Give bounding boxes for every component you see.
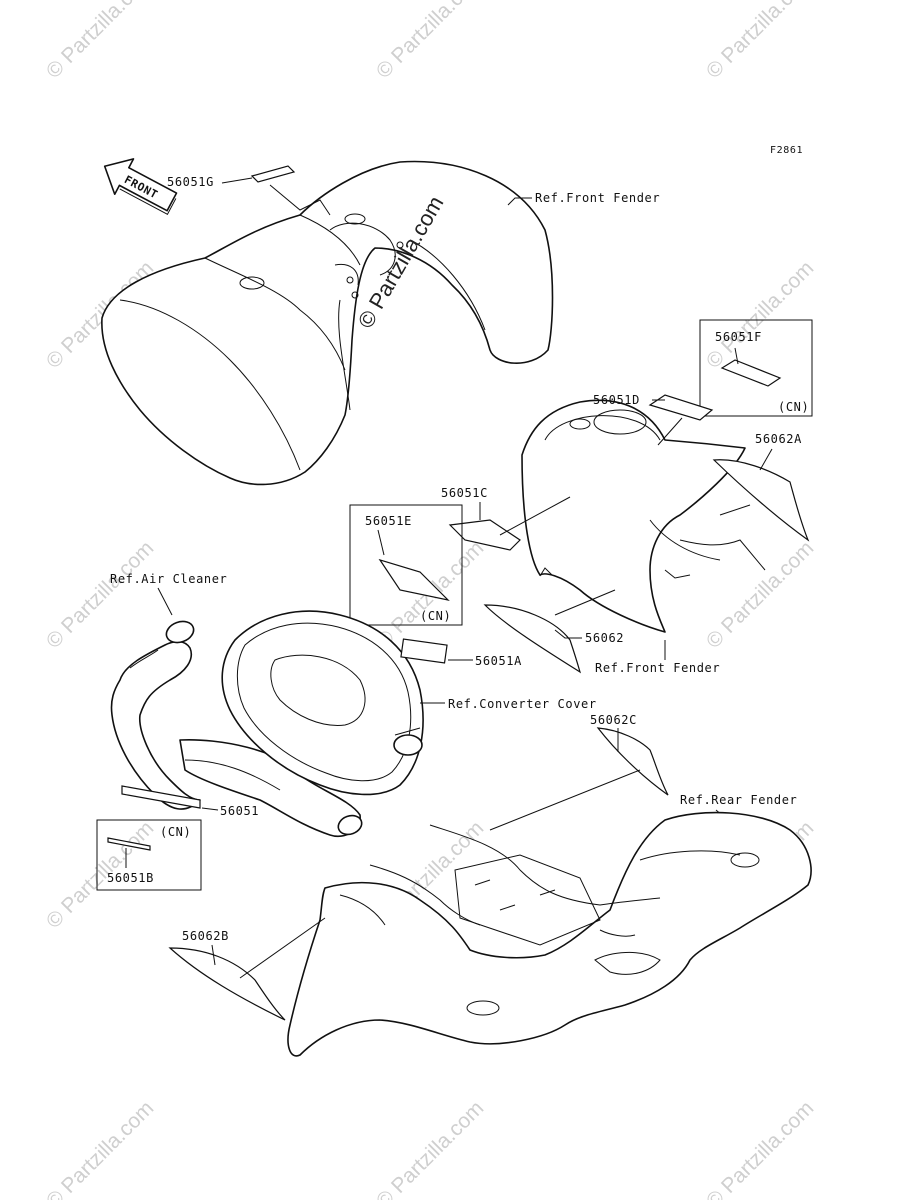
cn-tag: (CN) — [420, 609, 451, 623]
leader-line — [157, 587, 173, 616]
decal-56062C — [596, 727, 669, 796]
part-56051E-box — [349, 504, 463, 626]
watermark: © Partzilla.com — [42, 0, 158, 83]
decal-56051D — [648, 394, 714, 421]
ref-air-cleaner: Ref.Air Cleaner — [110, 572, 227, 586]
leader-line — [499, 496, 571, 536]
watermark: © Partzilla.com — [42, 537, 158, 653]
leader-line — [201, 807, 219, 811]
figure-code: F2861 — [770, 145, 803, 156]
leader-line — [759, 448, 773, 471]
decal-56051B — [107, 837, 151, 851]
leader-line — [734, 347, 739, 365]
decal-56062 — [483, 604, 582, 674]
part-56051E-label: 56051E — [365, 514, 412, 528]
leader-line — [211, 944, 216, 966]
leader-line — [489, 769, 641, 831]
leader-line — [507, 197, 532, 206]
part-56062B-label: 56062B — [182, 929, 229, 943]
ref-front-fender-mid: Ref.Front Fender — [595, 661, 720, 675]
part-56051B-box — [96, 819, 202, 891]
watermark: © Partzilla.com — [702, 537, 818, 653]
part-56051C-label: 56051C — [441, 486, 488, 500]
part-56062-label: 56062 — [585, 631, 624, 645]
leader-line — [221, 177, 253, 184]
ref-converter-cover: Ref.Converter Cover — [448, 697, 597, 711]
ref-front-fender-top: Ref.Front Fender — [535, 191, 660, 205]
leader-line — [554, 589, 616, 616]
part-56062C-label: 56062C — [590, 713, 637, 727]
air-cleaner-duct — [110, 620, 363, 837]
part-56051D-label: 56051D — [593, 393, 640, 407]
decal-56062A — [712, 459, 810, 542]
decal-56051G — [250, 165, 296, 183]
decal-56051C — [448, 519, 521, 551]
ref-rear-fender: Ref.Rear Fender — [680, 793, 797, 807]
part-56051G-label: 56051G — [167, 175, 214, 189]
leader-line — [239, 917, 326, 979]
decal-56062B — [168, 947, 286, 1021]
part-56051-label: 56051 — [220, 804, 259, 818]
part-56051F-label: 56051F — [715, 330, 762, 344]
cn-tag: (CN) — [160, 825, 191, 839]
leader-line — [554, 629, 582, 639]
watermark: © Partzilla.com — [42, 1097, 158, 1200]
cn-tag: (CN) — [778, 400, 809, 414]
converter-cover — [221, 610, 424, 796]
part-56051A-label: 56051A — [475, 654, 522, 668]
decal-56051F — [720, 359, 782, 387]
leader-line — [719, 504, 751, 516]
leader-line — [269, 184, 331, 216]
watermark: © Partzilla.com — [702, 257, 818, 373]
part-56062A-label: 56062A — [755, 432, 802, 446]
watermark: © Partzilla.com — [702, 0, 818, 83]
decal-56051A — [400, 638, 448, 664]
decal-56051E — [378, 558, 450, 601]
rear-fender — [287, 811, 812, 1057]
part-56051B-label: 56051B — [107, 871, 154, 885]
front-fender-mid — [521, 399, 766, 633]
watermark: © Partzilla.com — [372, 0, 488, 83]
watermark: © Partzilla.com — [372, 1097, 488, 1200]
leader-line — [657, 417, 683, 446]
front-fender-top — [101, 160, 554, 486]
watermark: © Partzilla.com — [702, 1097, 818, 1200]
leader-line — [377, 529, 385, 556]
part-56051F-box — [699, 319, 813, 417]
decal-56051 — [121, 785, 201, 809]
